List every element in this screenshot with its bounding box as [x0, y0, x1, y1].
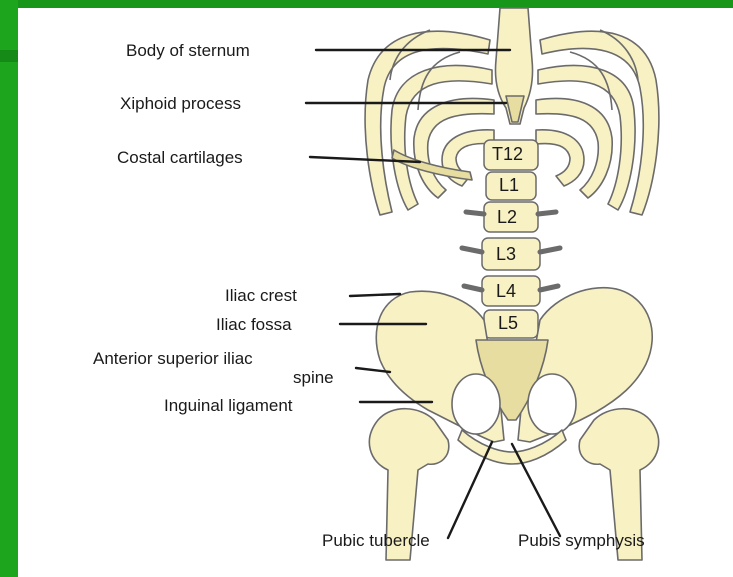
label-asis-line1: Anterior superior iliac — [93, 349, 253, 368]
vertebra-label-l3: L3 — [496, 245, 516, 264]
vertebra-label-l1: L1 — [499, 176, 519, 195]
pubic-arch — [458, 430, 566, 464]
label-inguinal-ligament: Inguinal ligament — [164, 396, 293, 415]
vertebra-label-l5: L5 — [498, 314, 518, 333]
label-costal-cartilages: Costal cartilages — [117, 148, 243, 167]
left-obturator — [452, 374, 500, 434]
right-ribs — [536, 30, 659, 215]
left-ribs — [365, 30, 494, 215]
leader-pubic-tubercle — [448, 442, 492, 538]
label-body-of-sternum: Body of sternum — [126, 41, 250, 60]
label-asis-line2: spine — [293, 368, 334, 387]
vertebra-label-l2: L2 — [497, 208, 517, 227]
label-xiphoid-process: Xiphoid process — [120, 94, 241, 113]
leader-iliac-crest — [350, 294, 400, 296]
vertebra-label-t12: T12 — [492, 145, 523, 164]
label-iliac-fossa: Iliac fossa — [216, 315, 292, 334]
vertebra-label-l4: L4 — [496, 282, 516, 301]
label-iliac-crest: Iliac crest — [225, 286, 297, 305]
right-obturator — [528, 374, 576, 434]
label-pubis-symphysis: Pubis symphysis — [518, 531, 645, 550]
vertebral-column — [462, 140, 560, 338]
label-pubic-tubercle: Pubic tubercle — [322, 531, 430, 550]
